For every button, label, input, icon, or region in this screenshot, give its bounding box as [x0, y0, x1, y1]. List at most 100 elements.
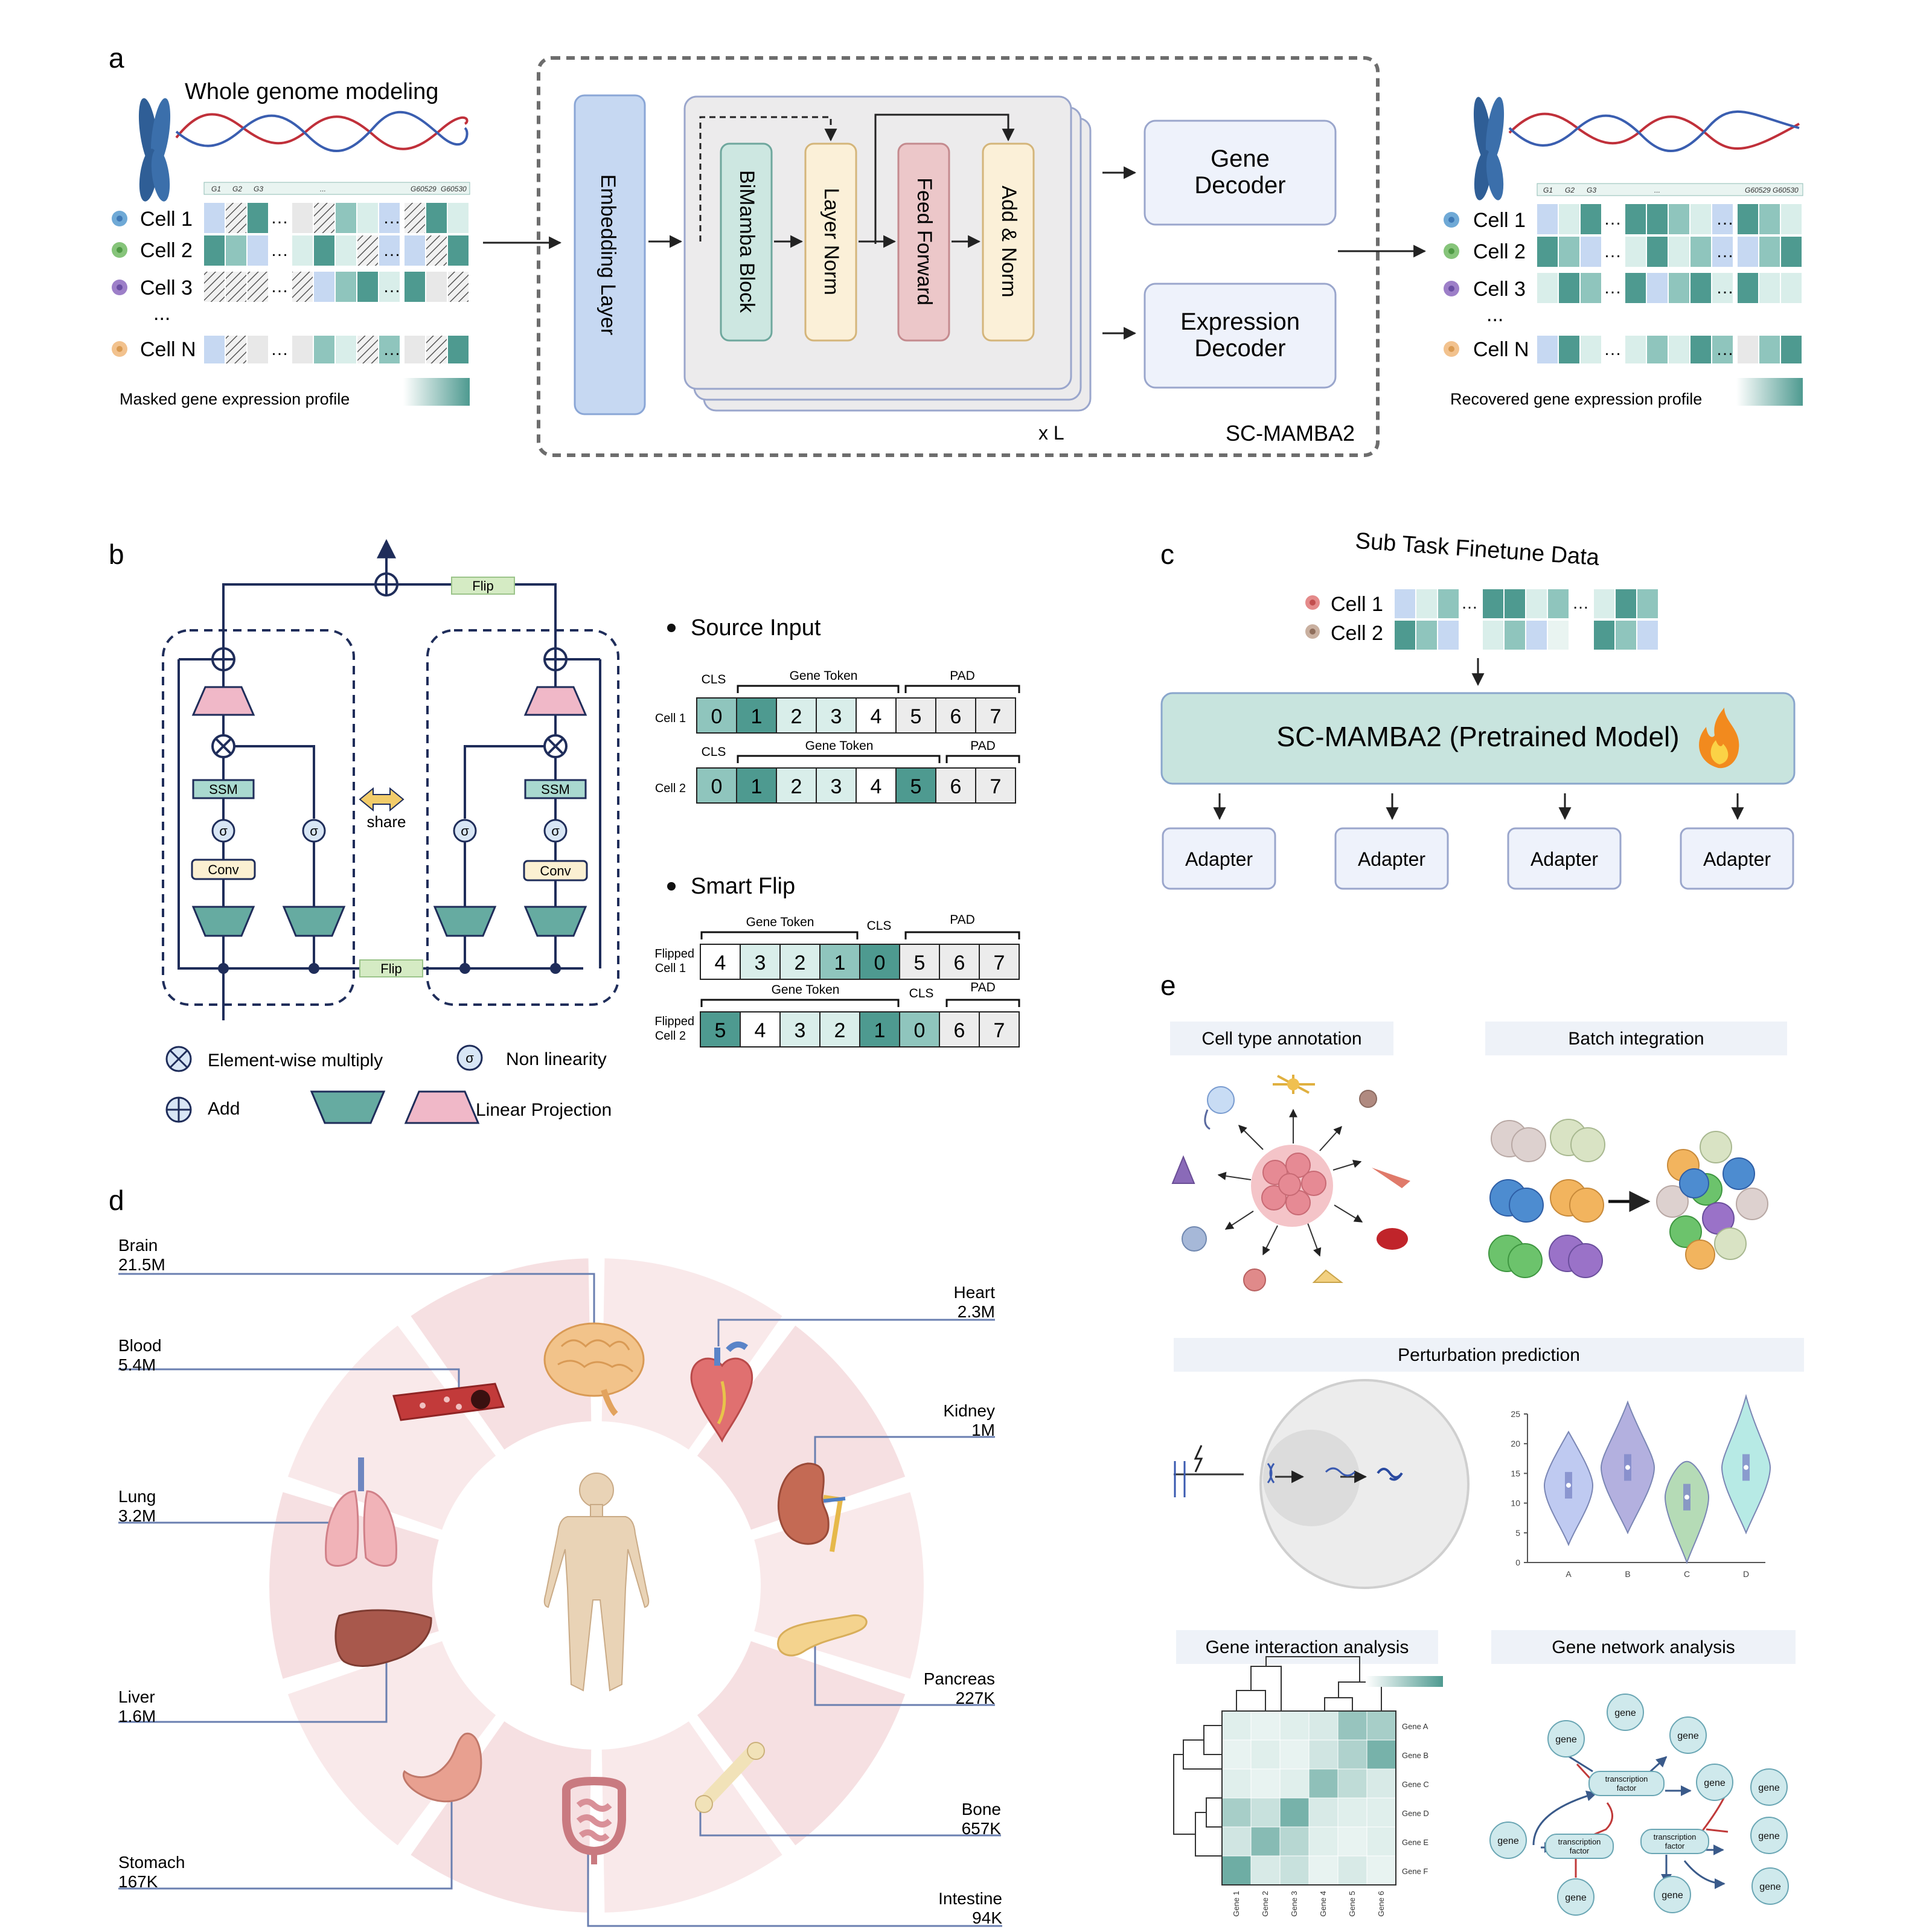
heatmap-cell — [1308, 1797, 1339, 1828]
gene-header: G1 — [1543, 186, 1553, 194]
organ-leader-line — [717, 1319, 995, 1346]
pad-label: PAD — [970, 980, 996, 994]
heatmap-cell — [1337, 1739, 1367, 1770]
svg-text:…: … — [383, 208, 401, 228]
svg-text:…: … — [1716, 339, 1734, 359]
token-value: 1 — [874, 1019, 886, 1042]
token-cell — [779, 1011, 820, 1048]
adapter-box — [1507, 827, 1622, 890]
cell-legend-left: Cell 1 Cell 2 Cell 3 ... Cell N — [112, 208, 196, 361]
blood-vessel-icon — [392, 1383, 505, 1421]
feed-forward-label: Feed Forward — [913, 178, 936, 305]
finetune-matrix: …… — [1395, 589, 1658, 650]
adapter-box — [1334, 827, 1449, 890]
pretrained-label: SC-MAMBA2 (Pretrained Model) — [1276, 721, 1679, 752]
token-value: 1 — [834, 952, 846, 974]
heatmap-colorbar — [1366, 1676, 1443, 1687]
legend-b — [165, 1044, 483, 1124]
fire-icon — [1699, 708, 1739, 769]
token-cell — [859, 1011, 900, 1048]
svg-text:…: … — [270, 277, 289, 296]
token-cell — [740, 944, 781, 980]
panel-label-c: c — [1160, 539, 1174, 570]
heatmap-cell — [1337, 1855, 1367, 1886]
tf-label: transcription — [1558, 1837, 1601, 1846]
organ-name: Lung — [118, 1487, 156, 1506]
gene-token-label: Gene Token — [746, 915, 814, 929]
cell-label: Cell 2 — [140, 239, 193, 262]
wheel-segment — [690, 1319, 912, 1536]
y-tick-label: 15 — [1511, 1468, 1520, 1478]
token-cell — [816, 767, 857, 804]
dna-strand-icon-right — [1508, 110, 1800, 152]
heatmap-cell — [1279, 1739, 1310, 1770]
add-norm-block — [982, 142, 1035, 342]
wheel-segment — [597, 1253, 789, 1457]
finetune-title: Sub Task Finetune Data — [1354, 528, 1601, 571]
bimamba-shapes — [191, 686, 588, 937]
organ-count: 5.4M — [118, 1355, 156, 1374]
sigma-label: σ — [551, 824, 560, 839]
heatmap-cell — [1279, 1797, 1310, 1828]
gene-node-label: gene — [1497, 1836, 1519, 1846]
dendrogram-branch — [1206, 1797, 1222, 1828]
svg-text:…: … — [1716, 242, 1734, 261]
ssm-label: SSM — [541, 782, 570, 797]
heatmap-cell — [1337, 1710, 1367, 1741]
cell-label: Cell N — [140, 338, 196, 361]
token-cell — [899, 944, 940, 980]
heatmap-row-label: Gene B — [1402, 1751, 1428, 1760]
token-cell — [736, 767, 777, 804]
gene-token-label: Gene Token — [772, 983, 840, 997]
heatmap-cell — [1250, 1826, 1281, 1857]
batch-integration-icon — [1488, 1119, 1768, 1278]
token-value: 4 — [871, 705, 882, 728]
legend-nonlinearity: Non linearity — [506, 1049, 607, 1069]
sigma-label: σ — [310, 824, 318, 839]
token-cell — [975, 767, 1016, 804]
token-cell — [819, 944, 860, 980]
flip-top — [451, 577, 515, 595]
token-value: 4 — [755, 1019, 766, 1042]
organ-name: Brain — [118, 1236, 158, 1255]
stomach-icon — [403, 1732, 482, 1803]
dendrogram-branch — [1195, 1812, 1222, 1857]
gene-header: G60529 — [411, 185, 437, 193]
pancreas-icon — [777, 1614, 868, 1657]
gene-node-label: gene — [1677, 1731, 1699, 1741]
token-value: 7 — [990, 775, 1002, 798]
chromosome-icon — [138, 98, 171, 202]
tf-label: factor — [1570, 1846, 1590, 1855]
token-cell — [696, 697, 737, 734]
organ-leader-line — [118, 1273, 595, 1328]
flip-top-label: Flip — [472, 578, 493, 593]
token-cell — [700, 944, 741, 980]
heatmap-cell — [1279, 1768, 1310, 1799]
pad-label: PAD — [950, 669, 975, 683]
y-tick-label: 5 — [1515, 1528, 1520, 1538]
token-value: 3 — [831, 705, 842, 728]
model-name: SC-MAMBA2 — [1226, 421, 1355, 446]
panel-label-d: d — [109, 1185, 124, 1216]
row-label: Cell 1 — [655, 962, 686, 975]
bimamba-label: BiMamba Block — [735, 170, 758, 313]
expression-decoder — [1144, 283, 1337, 389]
token-cell — [895, 697, 936, 734]
adapter-label: Adapter — [1358, 848, 1425, 870]
token-cell — [696, 767, 737, 804]
svg-text:…: … — [1604, 339, 1622, 359]
chromosome-icon-right — [1473, 97, 1505, 200]
heatmap-cell — [1308, 1710, 1339, 1741]
adapter-label: Adapter — [1185, 848, 1253, 870]
heatmap-cell — [1308, 1855, 1339, 1886]
heatmap-cell — [1250, 1797, 1281, 1828]
cell-label: ... — [1486, 303, 1503, 326]
dendrogram-branch — [1236, 1690, 1266, 1711]
organ-name: Heart — [954, 1283, 996, 1302]
gene-header: ... — [320, 185, 326, 193]
token-value: 6 — [954, 1019, 965, 1042]
heatmap-row-label: Gene A — [1402, 1722, 1428, 1731]
token-value: 2 — [791, 775, 802, 798]
feed-forward-block — [897, 142, 950, 342]
